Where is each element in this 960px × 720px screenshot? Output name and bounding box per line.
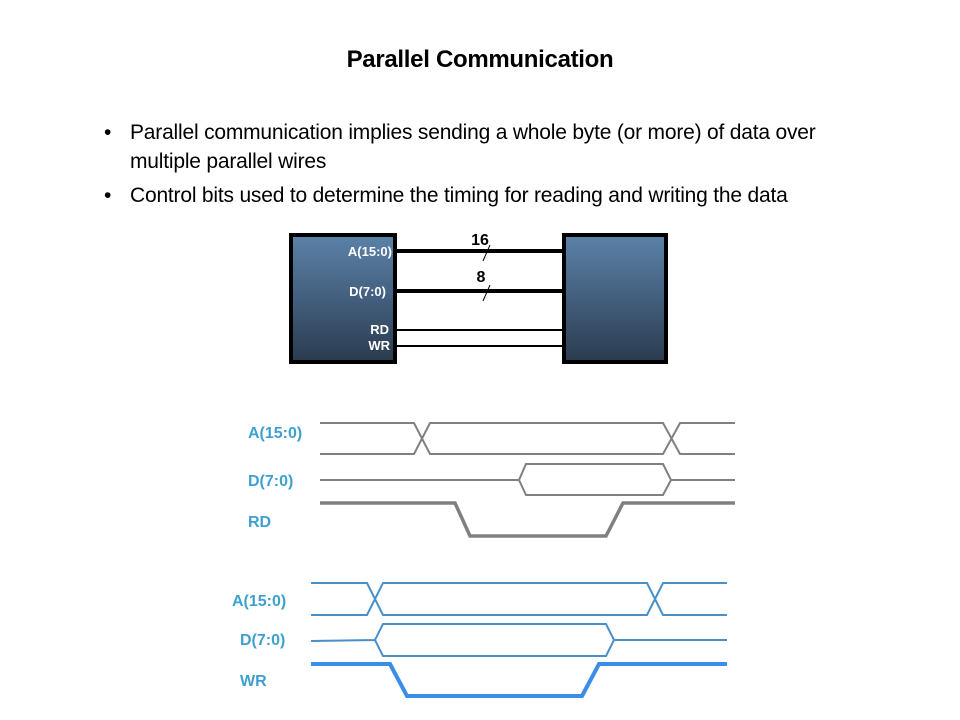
data-bus-slash-icon [482, 284, 491, 302]
port-label-address: A(15:0) [348, 244, 392, 259]
read-signal-label-data: D(7:0) [248, 473, 293, 490]
write-data-waveform [310, 623, 727, 657]
write-timing-diagram: A(15:0) D(7:0) WR [232, 582, 727, 698]
slave-block [562, 233, 668, 364]
data-bus-width: 8 [477, 269, 486, 286]
rd-strobe-waveform [320, 501, 735, 538]
address-bus-width: 16 [471, 232, 489, 249]
bullet-item: • Parallel communication implies sending… [104, 118, 864, 176]
read-timing-diagram: A(15:0) D(7:0) RD [248, 422, 735, 538]
read-address-waveform [320, 422, 735, 455]
read-signal-label-rd: RD [248, 514, 271, 531]
bullet-item: • Control bits used to determine the tim… [104, 181, 864, 210]
port-label-rd: RD [370, 322, 389, 337]
bullet-marker: • [104, 121, 112, 144]
write-signal-label-wr: WR [240, 673, 267, 690]
read-signal-label-address: A(15:0) [248, 425, 302, 442]
port-label-data: D(7:0) [349, 284, 386, 299]
slide-title: Parallel Communication [346, 46, 614, 73]
write-signal-label-data: D(7:0) [240, 632, 285, 649]
bullet-text: Control bits used to determine the timin… [130, 184, 788, 207]
block-diagram: A(15:0) D(7:0) RD WR 16 8 [289, 232, 668, 364]
write-signal-label-address: A(15:0) [232, 593, 286, 610]
read-data-waveform [320, 463, 735, 496]
address-bus-slash-icon [482, 244, 491, 262]
write-address-waveform [311, 582, 727, 616]
port-label-wr: WR [368, 338, 390, 353]
bullet-marker: • [104, 184, 112, 207]
bullet-text: Parallel communication implies sending a… [130, 121, 816, 173]
bullet-list: • Parallel communication implies sending… [104, 118, 864, 215]
master-block [289, 233, 397, 364]
wr-strobe-waveform [311, 662, 727, 698]
